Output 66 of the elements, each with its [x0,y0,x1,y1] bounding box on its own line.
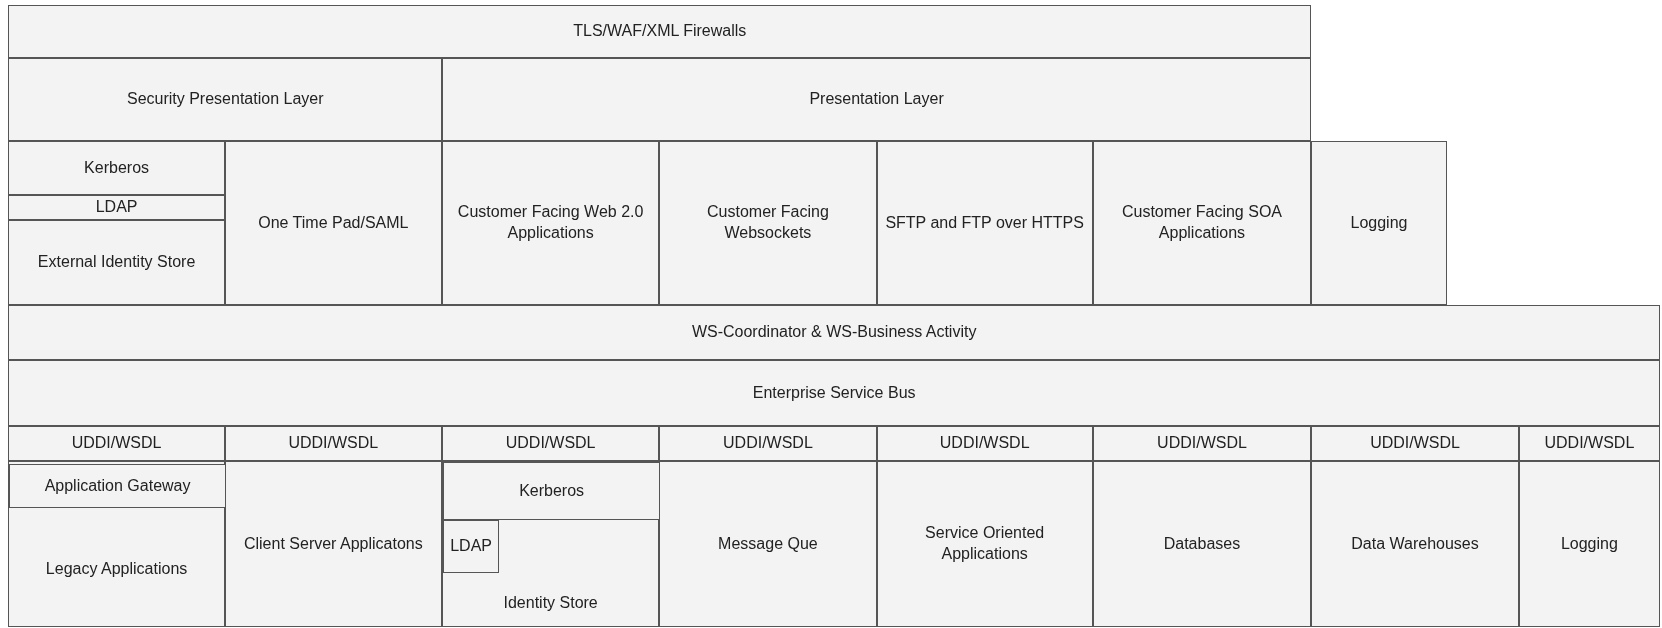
layer-box [8,5,1312,59]
layer-label: UDDI/WSDL [938,433,1031,454]
layer-label: Security Presentation Layer [125,89,325,110]
layer-label: UDDI/WSDL [1543,433,1636,454]
layer-label: UDDI/WSDL [287,433,380,454]
layer-box [659,461,877,628]
layer-label: UDDI/WSDL [70,433,163,454]
layer-box [442,426,660,462]
layer-box [659,140,877,306]
layer-label: SFTP and FTP over HTTPS [884,212,1085,233]
layer-label: Customer Facing SOA Applications [1120,202,1283,244]
layer-box [224,461,442,628]
layer-box [1518,461,1660,628]
layer-label: Enterprise Service Bus [751,382,917,403]
layer-label: UDDI/WSDL [722,433,814,454]
layer-label: Identity Store [502,593,599,614]
layer-label: Legacy Applications [44,558,189,579]
layer-box [1518,426,1660,462]
layer-box [224,426,442,462]
layer-label: Application Gateway [43,475,192,496]
layer-box [8,195,225,221]
layer-box [876,426,1093,462]
layer-box [8,305,1660,361]
layer-label: External Identity Store [36,252,197,273]
layer-box [8,140,225,195]
layer-label: WS-Coordinator & WS-Business Activity [690,322,978,343]
layer-label: UDDI/WSDL [1156,433,1248,454]
layer-label: LDAP [449,536,493,557]
layer-box [8,426,225,462]
layer-label: Logging [1349,212,1409,233]
layer-box [8,461,225,628]
layer-box [442,58,1312,141]
layer-label: Data Warehouses [1350,533,1480,554]
layer-box [659,426,877,462]
layer-box [224,140,442,306]
layer-label: Service Oriented Applications [924,523,1046,565]
layer-label: LDAP [94,197,139,218]
layer-box [442,140,660,306]
layer-box [442,461,660,628]
layer-label: TLS/WAF/XML Firewalls [572,21,748,42]
layer-box [876,461,1093,628]
layer-box [9,464,226,508]
layer-label: Kerberos [83,157,151,178]
layer-label: Logging [1559,533,1619,554]
layer-label: Presentation Layer [808,89,945,110]
layer-box [8,220,225,306]
layer-label: UDDI/WSDL [504,433,597,454]
layer-box [1311,140,1447,306]
layer-box [1092,461,1312,628]
layer-label: Databases [1162,533,1242,554]
layer-label: Kerberos [518,480,586,501]
layer-box [1311,426,1519,462]
layer-box [1311,461,1519,628]
layer-box [443,520,500,574]
layer-box [1092,426,1312,462]
layer-box [8,360,1660,427]
layer-label: Client Server Applicatons [242,533,424,554]
layer-box [1092,140,1312,306]
layer-box [876,140,1093,306]
layer-label: UDDI/WSDL [1369,433,1461,454]
layer-label: Customer Facing Websockets [706,202,830,244]
layer-label: One Time Pad/SAML [257,212,410,233]
layer-box [443,462,661,521]
layer-box [8,58,442,141]
layer-label: Customer Facing Web 2.0 Applications [456,202,645,244]
layer-label: Message Que [717,533,819,554]
